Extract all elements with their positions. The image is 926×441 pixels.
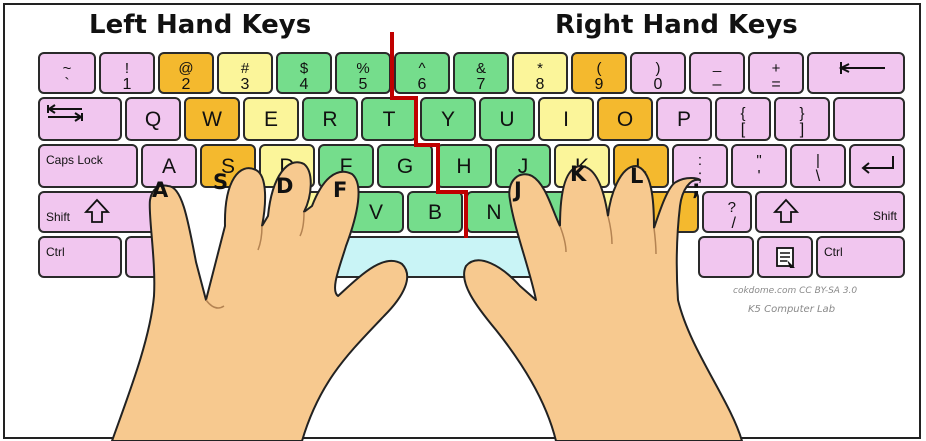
- finger-label-d: D: [276, 174, 293, 198]
- credit-license: cokdome.com CC BY-SA 3.0: [733, 286, 857, 296]
- finger-label-a: A: [152, 178, 168, 202]
- credit-lab: K5 Computer Lab: [748, 304, 835, 315]
- finger-label-f: F: [333, 178, 347, 202]
- finger-label-semicolon: ;: [692, 176, 700, 200]
- finger-label-j: J: [514, 178, 522, 202]
- finger-label-l: L: [630, 164, 643, 188]
- left-hand: [112, 162, 407, 441]
- finger-label-s: S: [213, 170, 228, 194]
- finger-label-k: K: [570, 162, 586, 186]
- right-hand: [464, 166, 742, 441]
